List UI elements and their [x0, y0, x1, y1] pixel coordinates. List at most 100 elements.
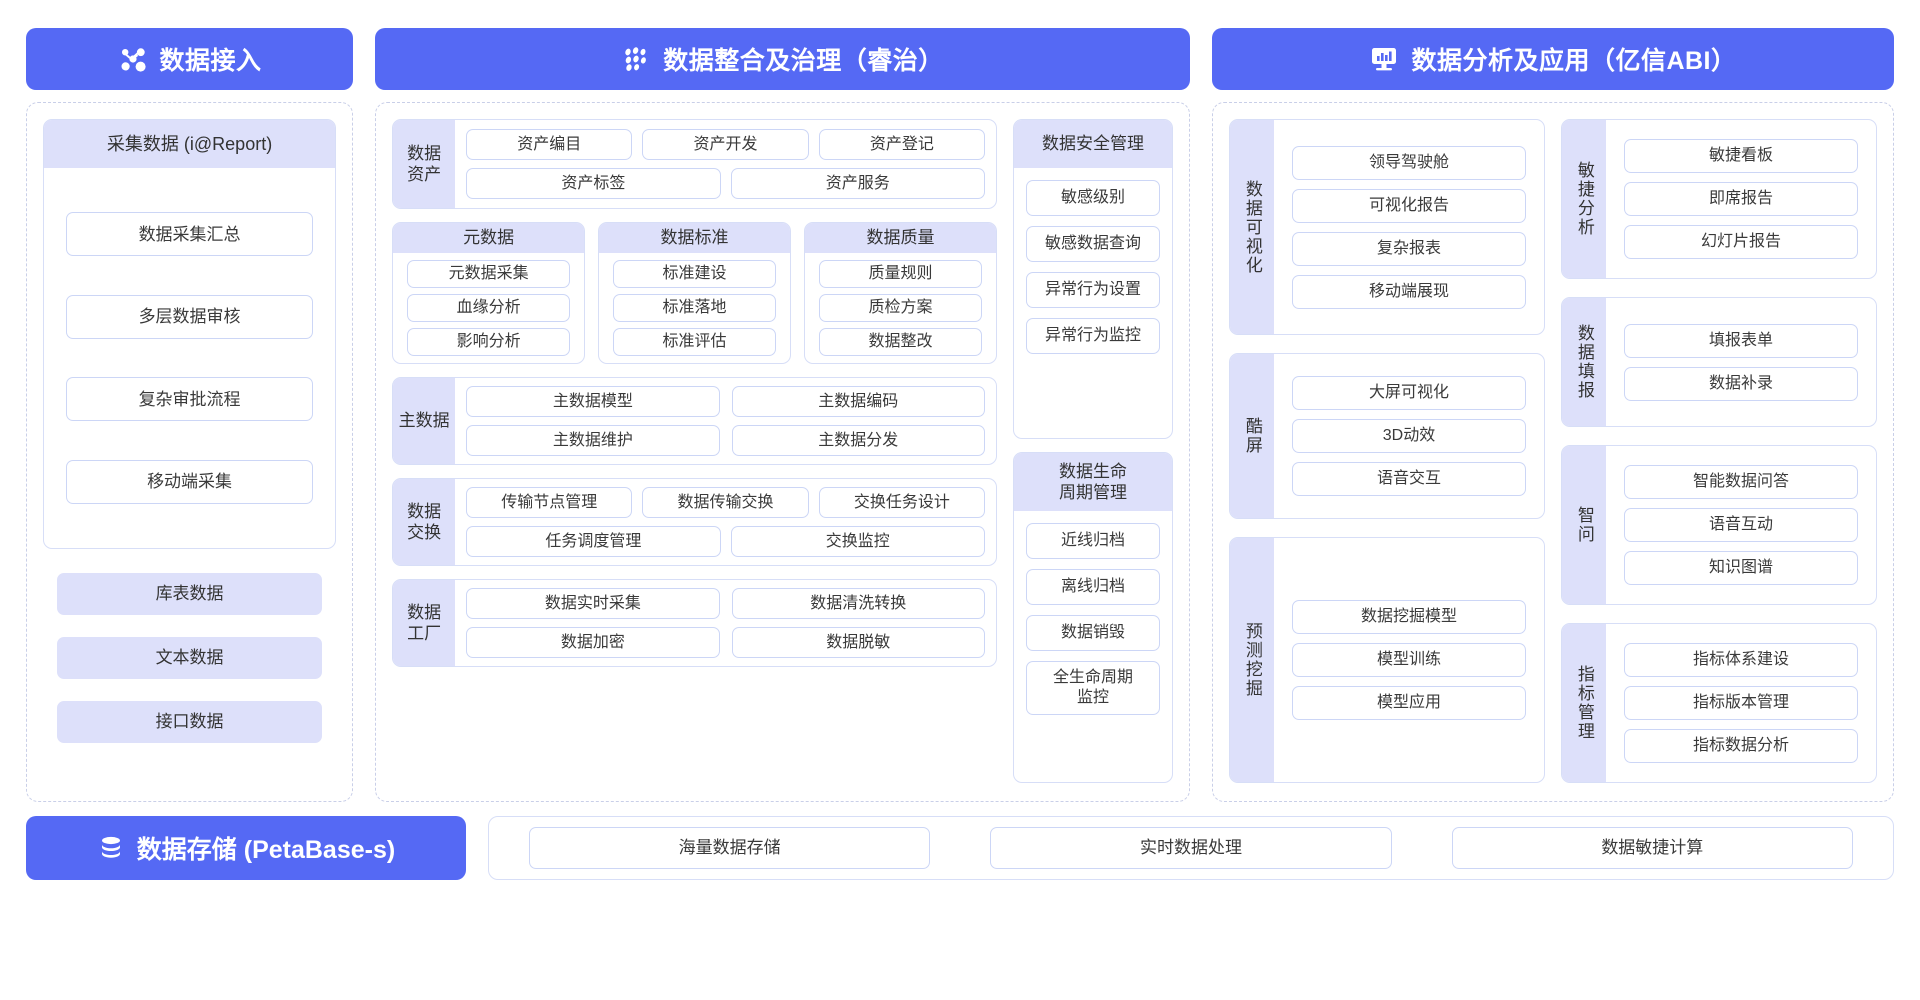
item-chip[interactable]: 近线归档 [1025, 523, 1160, 559]
pillar-header-data-governance[interactable]: 数据整合及治理（睿治） [375, 28, 1190, 90]
item-chip[interactable]: 复杂审批流程 [66, 377, 314, 422]
vertical-label: 数据可视化 [1242, 179, 1262, 275]
pillar-data-governance: 数据整合及治理（睿治） 数据 资产 资产编目 资产开发 资产登记 [375, 28, 1190, 802]
item-chip[interactable]: 资产开发 [642, 129, 809, 160]
group-label-agile-analysis: 敏捷分析 [1562, 120, 1606, 278]
item-chip[interactable]: 指标版本管理 [1624, 686, 1859, 720]
item-chip[interactable]: 数据敏捷计算 [1451, 827, 1853, 869]
item-chip[interactable]: 大屏可视化 [1291, 376, 1526, 410]
group-label-data-reporting: 数据填报 [1562, 298, 1606, 426]
group-data-quality: 数据质量 质量规则 质检方案 数据整改 [804, 222, 997, 364]
item-chip[interactable]: 数据整改 [819, 328, 982, 356]
item-chip[interactable]: 库表数据 [57, 573, 323, 615]
item-chip[interactable]: 3D动效 [1291, 419, 1526, 453]
chip-row: 数据实时采集 数据清洗转换 [466, 588, 985, 619]
chip-row: 数据加密 数据脱敏 [466, 627, 985, 658]
item-chip[interactable]: 主数据维护 [466, 425, 720, 456]
item-chip[interactable]: 数据补录 [1624, 366, 1859, 401]
item-chip[interactable]: 文本数据 [57, 637, 323, 679]
group-label-metric-management: 指标管理 [1562, 624, 1606, 782]
group-predictive-mining: 预测挖掘 数据挖掘模型 模型训练 模型应用 [1228, 537, 1545, 783]
item-chip[interactable]: 实时数据处理 [990, 827, 1392, 869]
item-chip[interactable]: 交换监控 [730, 526, 985, 557]
item-chip[interactable]: 资产标签 [466, 168, 721, 199]
item-chip[interactable]: 数据加密 [466, 627, 720, 658]
group-items-data-asset: 资产编目 资产开发 资产登记 资产标签 资产服务 [455, 120, 996, 208]
item-chip[interactable]: 数据实时采集 [466, 588, 720, 619]
item-chip[interactable]: 标准建设 [613, 260, 777, 288]
item-chip[interactable]: 血缘分析 [407, 294, 571, 322]
item-chip[interactable]: 影响分析 [407, 328, 571, 356]
monitor-chart-icon [1369, 44, 1399, 74]
item-chip[interactable]: 质检方案 [819, 294, 982, 322]
storage-items: 海量数据存储 实时数据处理 数据敏捷计算 [488, 816, 1894, 880]
item-chip[interactable]: 语音交互 [1291, 462, 1526, 496]
item-chip[interactable]: 可视化报告 [1291, 188, 1526, 223]
storage-row: 数据存储 (PetaBase-s) 海量数据存储 实时数据处理 数据敏捷计算 [26, 816, 1894, 880]
item-chip[interactable]: 资产服务 [730, 168, 985, 199]
item-chip[interactable]: 知识图谱 [1624, 551, 1859, 585]
item-chip[interactable]: 敏感数据查询 [1025, 226, 1160, 262]
group-items-data-reporting: 填报表单 数据补录 [1606, 298, 1876, 426]
group-items-agile-analysis: 敏捷看板 即席报告 幻灯片报告 [1606, 120, 1876, 278]
group-data-reporting: 数据填报 填报表单 数据补录 [1561, 297, 1878, 427]
item-chip[interactable]: 数据传输交换 [642, 487, 809, 518]
item-chip[interactable]: 移动端采集 [66, 459, 314, 504]
item-chip[interactable]: 语音互动 [1624, 508, 1859, 542]
item-chip[interactable]: 接口数据 [57, 701, 323, 743]
item-chip[interactable]: 标准评估 [613, 328, 777, 356]
storage-header[interactable]: 数据存储 (PetaBase-s) [26, 816, 466, 880]
item-chip[interactable]: 数据脱敏 [731, 627, 985, 658]
chip-row: 任务调度管理 交换监控 [466, 526, 985, 557]
item-chip[interactable]: 智能数据问答 [1624, 465, 1859, 499]
group-label-data-asset: 数据 资产 [393, 120, 456, 208]
pillar-title: 数据分析及应用（亿信ABI） [1411, 47, 1737, 75]
item-chip[interactable]: 主数据分发 [731, 425, 985, 456]
item-chip[interactable]: 交换任务设计 [818, 487, 985, 518]
group-items-collect-data: 数据采集汇总 多层数据审核 复杂审批流程 移动端采集 [44, 168, 335, 548]
item-chip[interactable]: 领导驾驶舱 [1291, 145, 1526, 180]
item-chip[interactable]: 数据销毁 [1025, 615, 1160, 651]
item-chip[interactable]: 全生命周期 监控 [1025, 661, 1160, 715]
item-chip[interactable]: 海量数据存储 [529, 827, 931, 869]
item-chip[interactable]: 质量规则 [819, 260, 982, 288]
item-chip[interactable]: 异常行为监控 [1025, 318, 1160, 354]
item-chip[interactable]: 主数据模型 [466, 386, 720, 417]
group-collect-data: 采集数据 (i@Report) 数据采集汇总 多层数据审核 复杂审批流程 移动端… [43, 119, 337, 549]
item-chip[interactable]: 数据采集汇总 [66, 212, 314, 257]
item-chip[interactable]: 离线归档 [1025, 569, 1160, 605]
item-chip[interactable]: 敏感级别 [1025, 180, 1160, 216]
item-chip[interactable]: 多层数据审核 [66, 294, 314, 339]
pillar-header-data-analytics[interactable]: 数据分析及应用（亿信ABI） [1211, 28, 1894, 90]
item-chip[interactable]: 敏捷看板 [1624, 139, 1859, 173]
group-master-data: 主数据 主数据模型 主数据编码 主数据维护 主数据分发 [392, 377, 997, 465]
item-chip[interactable]: 主数据编码 [731, 386, 985, 417]
item-chip[interactable]: 幻灯片报告 [1624, 225, 1859, 259]
item-chip[interactable]: 模型训练 [1291, 643, 1526, 677]
item-chip[interactable]: 传输节点管理 [466, 487, 633, 518]
item-chip[interactable]: 模型应用 [1291, 686, 1526, 720]
group-title-collect-data: 采集数据 (i@Report) [44, 120, 336, 168]
item-chip[interactable]: 填报表单 [1624, 323, 1859, 358]
item-chip[interactable]: 元数据采集 [407, 260, 571, 288]
item-chip[interactable]: 标准落地 [613, 294, 777, 322]
item-chip[interactable]: 数据挖掘模型 [1291, 600, 1526, 634]
item-chip[interactable]: 资产编目 [466, 129, 633, 160]
pillar-header-data-ingestion[interactable]: 数据接入 [26, 28, 354, 90]
item-chip[interactable]: 任务调度管理 [466, 526, 721, 557]
item-chip[interactable]: 移动端展现 [1291, 274, 1526, 309]
group-data-visualization: 数据可视化 领导驾驶舱 可视化报告 复杂报表 移动端展现 [1228, 119, 1545, 335]
data-dots-icon [621, 44, 651, 74]
group-title-data-security: 数据安全管理 [1013, 120, 1172, 168]
item-chip[interactable]: 复杂报表 [1291, 231, 1526, 266]
item-chip[interactable]: 指标数据分析 [1624, 729, 1859, 763]
vertical-label: 敏捷分析 [1574, 161, 1594, 237]
item-chip[interactable]: 指标体系建设 [1624, 643, 1859, 677]
item-chip[interactable]: 数据清洗转换 [731, 588, 985, 619]
pillar-data-ingestion: 数据接入 采集数据 (i@Report) 数据采集汇总 多层数据审核 复杂审批流… [26, 28, 354, 802]
item-chip[interactable]: 资产登记 [818, 129, 985, 160]
group-items-data-security: 敏感级别 敏感数据查询 异常行为设置 异常行为监控 [1014, 168, 1172, 438]
item-chip[interactable]: 异常行为设置 [1025, 272, 1160, 308]
item-chip[interactable]: 即席报告 [1624, 182, 1859, 216]
